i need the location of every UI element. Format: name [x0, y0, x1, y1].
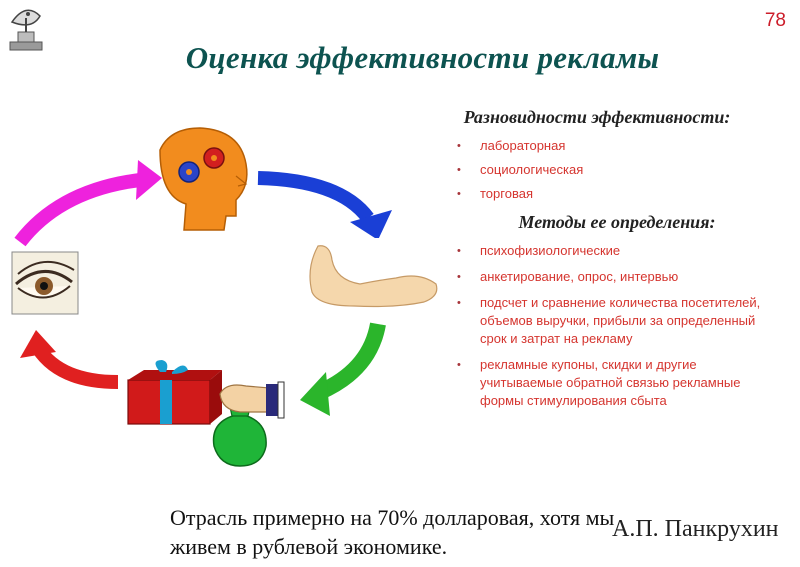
list-item: подсчет и сравнение количества посетител… [452, 294, 782, 348]
head-with-gears-icon [159, 127, 248, 231]
slide-title: Оценка эффективности рекламы [185, 40, 660, 75]
list-item: социологическая [452, 161, 782, 179]
types-heading: Разновидности эффективности: [463, 107, 731, 127]
page-number: 78 [764, 10, 786, 31]
arrow-eye-to-head [14, 160, 162, 247]
list-item: анкетирование, опрос, интервью [452, 268, 782, 286]
methods-list: психофизиологические анкетирование, опро… [452, 242, 782, 410]
eye-icon [11, 251, 79, 315]
satellite-dish-logo [9, 9, 43, 51]
quote-author: А.П. Панкрухин [612, 516, 779, 542]
foot-icon [306, 238, 442, 308]
types-list: лабораторная социологическая торговая [452, 137, 782, 203]
arrow-foot-to-money [300, 322, 386, 416]
list-item: рекламные купоны, скидки и другие учитыв… [452, 356, 782, 410]
gift-box-icon [127, 360, 222, 425]
quote-text: Отрасль примерно на 70% долларовая, хотя… [170, 505, 615, 559]
list-item: психофизиологические [452, 242, 782, 260]
methods-heading: Методы ее определения: [518, 212, 716, 232]
arrow-gift-to-eye [20, 330, 119, 389]
money-bag-in-hand-icon [212, 381, 285, 467]
list-item: торговая [452, 185, 782, 203]
arrow-head-to-foot [257, 171, 392, 240]
advertising-cycle-diagram [11, 127, 442, 467]
effectiveness-panel: Разновидности эффективности: лабораторна… [452, 106, 782, 418]
list-item: лабораторная [452, 137, 782, 155]
